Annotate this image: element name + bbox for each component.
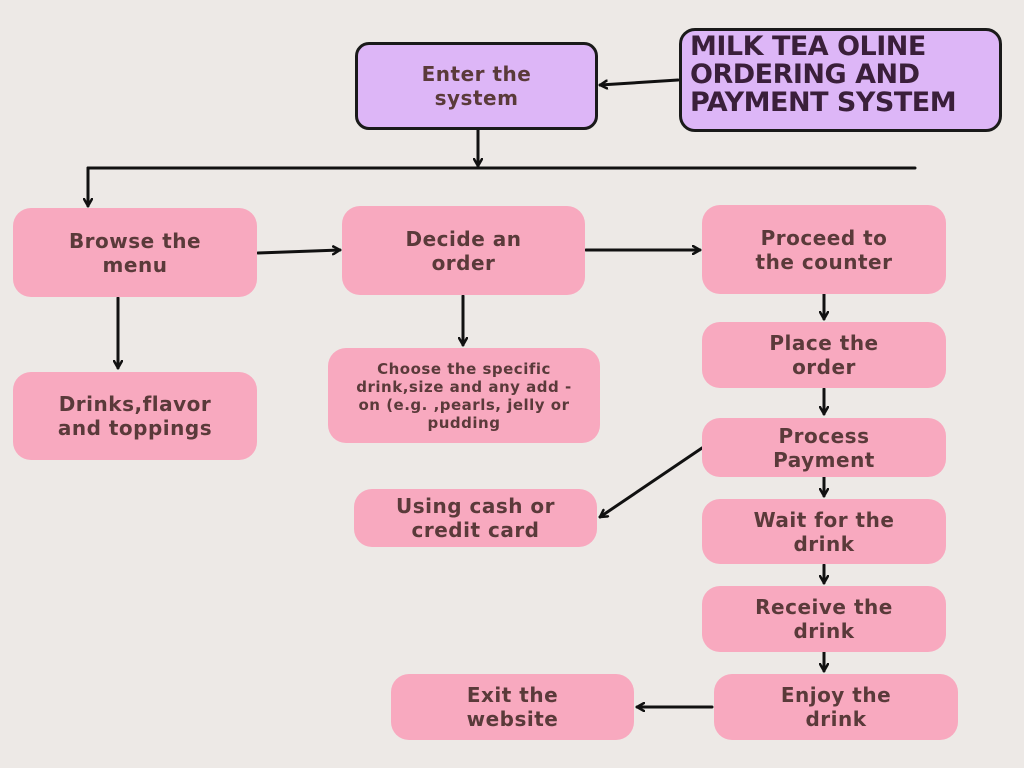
node-enjoy-the-drink: Enjoy the drink [714, 674, 958, 740]
node-cash-label: Using cash or credit card [395, 494, 556, 542]
node-drinks-label: Drinks,flavor and toppings [57, 392, 213, 440]
node-exit-label: Exit the website [466, 683, 559, 731]
arrow-title-to-enter [598, 78, 680, 85]
node-browse-label: Browse the menu [68, 228, 202, 277]
node-enter-the-system: Enter the system [355, 42, 598, 130]
node-process-payment: Process Payment [702, 418, 946, 477]
node-drinks-flavor-toppings: Drinks,flavor and toppings [13, 372, 257, 460]
arrow-browse-to-decide [256, 250, 342, 253]
diagram-title: MILK TEA OLINE ORDERING AND PAYMENT SYST… [679, 28, 1002, 132]
node-wait-for-the-drink: Wait for the drink [702, 499, 946, 564]
node-process-label: Process Payment [773, 423, 875, 472]
node-place-label: Place the order [769, 331, 879, 379]
node-enjoy-label: Enjoy the drink [780, 683, 892, 731]
arrow-process-to-cash [598, 446, 704, 519]
node-using-cash-or-credit-card: Using cash or credit card [354, 489, 597, 547]
node-choose-label: Choose the specific drink,size and any a… [356, 359, 572, 432]
node-wait-label: Wait for the drink [753, 507, 895, 556]
node-enter-label: Enter the system [421, 62, 532, 110]
diagram-title-text: MILK TEA OLINE ORDERING AND PAYMENT SYST… [690, 31, 957, 118]
node-choose-specific-drink: Choose the specific drink,size and any a… [328, 348, 600, 443]
node-proceed-to-counter: Proceed to the counter [702, 205, 946, 294]
node-place-the-order: Place the order [702, 322, 946, 388]
node-proceed-label: Proceed to the counter [755, 225, 893, 274]
node-browse-the-menu: Browse the menu [13, 208, 257, 297]
node-exit-the-website: Exit the website [391, 674, 634, 740]
node-decide-an-order: Decide an order [342, 206, 585, 295]
node-receive-the-drink: Receive the drink [702, 586, 946, 652]
node-decide-label: Decide an order [405, 226, 522, 275]
node-receive-label: Receive the drink [755, 595, 893, 643]
